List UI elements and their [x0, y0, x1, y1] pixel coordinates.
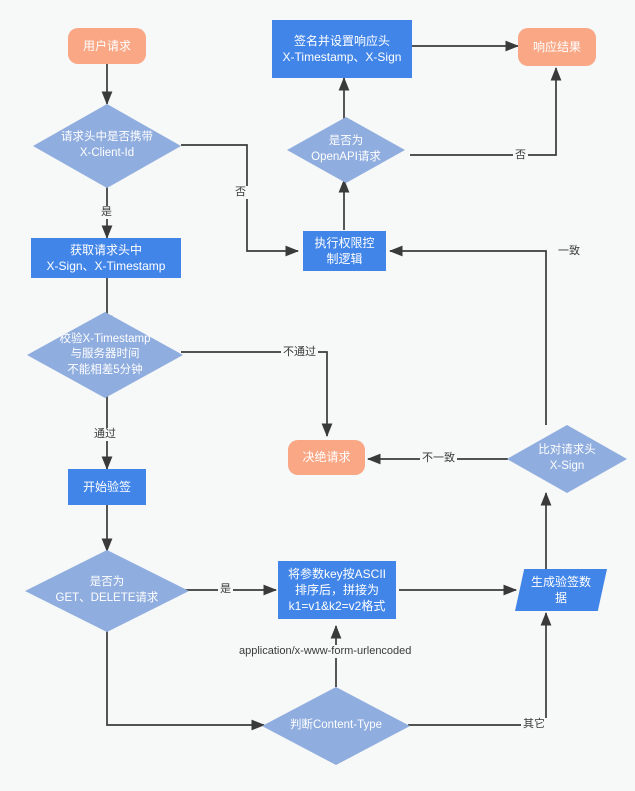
- node-has-client-id-label: 请求头中是否携带 X-Client-Id: [61, 131, 153, 159]
- edge-sign-match: [388, 245, 547, 425]
- node-get-headers-label: 获取请求头中 X-Sign、X-Timestamp: [46, 242, 166, 273]
- node-compare-sign-label: 比对请求头 X-Sign: [538, 444, 596, 472]
- node-check-timestamp-label: 校验X-Timestamp 与服务器时间 不能相差5分钟: [59, 332, 151, 376]
- edge-label-content-type-form: application/x-www-form-urlencoded: [237, 645, 414, 659]
- node-sort-params-label: 将参数key按ASCII 排序后，拼接为 k1=v1&k2=v2格式: [287, 566, 387, 614]
- edge-group: [101, 40, 562, 731]
- edge-contenttype-other: [408, 611, 552, 726]
- node-judge-content-type-label: 判断Content-Type: [289, 719, 383, 732]
- node-user-request-label: 用户请求: [82, 38, 131, 53]
- edge-timestamp-fail: [181, 351, 333, 438]
- node-is-get-delete-label: 是否为 GET、DELETE请求: [55, 576, 159, 604]
- node-user-request[interactable]: 用户请求: [68, 28, 146, 64]
- edge-label-sign-match: 一致: [556, 245, 582, 259]
- node-exec-auth-logic[interactable]: 执行权限控 制逻辑: [303, 231, 386, 271]
- edge-label-content-type-other: 其它: [521, 718, 547, 732]
- edge-openapi-no: [410, 66, 562, 156]
- node-response-result[interactable]: 响应结果: [518, 28, 596, 66]
- edge-label-openapi-no: 否: [513, 149, 528, 163]
- edge-method-no: [106, 630, 266, 731]
- node-reject-request[interactable]: 决绝请求: [288, 440, 365, 475]
- node-sign-and-set-headers[interactable]: 签名并设置响应头 X-Timestamp、X-Sign: [272, 20, 412, 78]
- node-exec-auth-logic-label: 执行权限控 制逻辑: [314, 235, 375, 266]
- edge-label-timestamp-pass: 通过: [92, 428, 118, 442]
- node-start-verify[interactable]: 开始验签: [68, 469, 146, 505]
- node-sort-params[interactable]: 将参数key按ASCII 排序后，拼接为 k1=v1&k2=v2格式: [278, 561, 396, 619]
- edge-label-get-delete-yes: 是: [218, 583, 233, 597]
- edge-label-client-id-yes: 是: [99, 206, 114, 220]
- node-get-headers[interactable]: 获取请求头中 X-Sign、X-Timestamp: [31, 238, 181, 278]
- edge-label-timestamp-fail: 不通过: [281, 346, 318, 360]
- node-is-openapi-label: 是否为 OpenAPI请求: [311, 135, 381, 163]
- edge-label-client-id-no: 否: [233, 186, 248, 200]
- node-reject-request-label: 决绝请求: [302, 450, 351, 465]
- node-sign-and-set-headers-label: 签名并设置响应头 X-Timestamp、X-Sign: [282, 33, 402, 64]
- node-gen-sign-data[interactable]: 生成验签数 据: [515, 569, 607, 611]
- node-gen-sign-data-label: 生成验签数 据: [530, 574, 591, 605]
- node-start-verify-label: 开始验签: [82, 479, 131, 494]
- node-response-result-label: 响应结果: [532, 39, 581, 54]
- edge-label-sign-mismatch: 不一致: [420, 452, 457, 466]
